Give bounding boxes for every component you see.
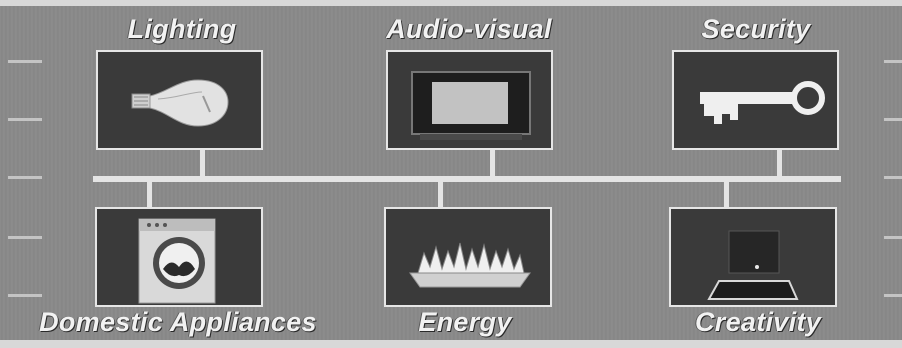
television-icon (411, 71, 531, 140)
box-security (672, 50, 839, 150)
label-security: Security (701, 14, 811, 44)
stem-audio-visual (490, 150, 495, 178)
left-tick (8, 176, 42, 179)
right-tick (884, 176, 902, 179)
left-tick (8, 60, 42, 63)
box-lighting (96, 50, 263, 150)
stem-creativity (724, 180, 729, 208)
box-creativity (669, 207, 837, 307)
label-creativity: Creativity (694, 307, 822, 337)
right-tick (884, 60, 902, 63)
box-domestic-appliances (95, 207, 263, 307)
right-tick (884, 294, 902, 297)
stem-energy (438, 180, 443, 208)
stem-domestic-appliances (147, 180, 152, 208)
left-tick (8, 118, 42, 121)
network-bus-line (93, 176, 841, 182)
label-domestic-appliances: Domestic Appliances (39, 307, 317, 337)
label-audio-visual: Audio-visual (386, 14, 552, 44)
frame-bottom-edge (0, 340, 902, 348)
fire-flames-icon (409, 242, 531, 288)
computer-monitor-icon (707, 230, 799, 300)
box-energy (384, 207, 552, 307)
frame-top-edge (0, 0, 902, 6)
key-icon (700, 81, 825, 124)
stem-security (777, 150, 782, 178)
light-bulb-icon (131, 79, 229, 127)
left-tick (8, 236, 42, 239)
box-audio-visual (386, 50, 553, 150)
stem-lighting (200, 150, 205, 178)
washing-machine-icon (138, 218, 216, 304)
right-tick (884, 118, 902, 121)
left-tick (8, 294, 42, 297)
right-tick (884, 236, 902, 239)
label-energy: Energy (418, 307, 512, 337)
label-lighting: Lighting (127, 14, 237, 44)
